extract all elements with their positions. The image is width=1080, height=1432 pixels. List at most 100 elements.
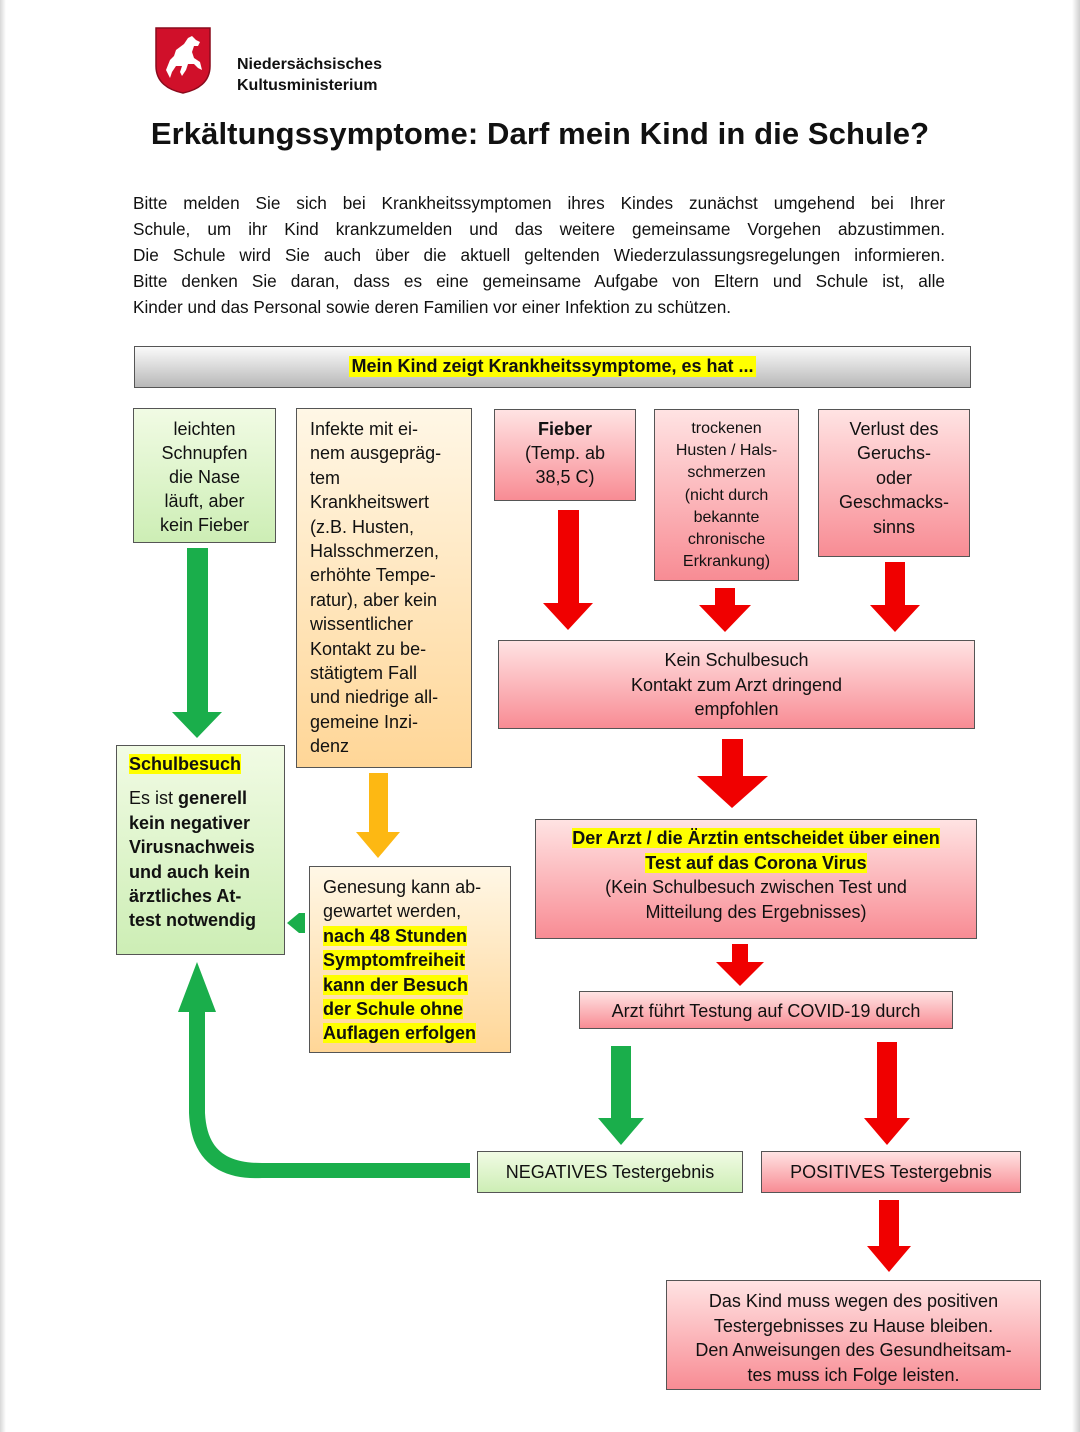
text-line: denz — [310, 736, 350, 757]
text-line: bekannte — [693, 508, 760, 526]
schulbesuch-title: Schulbesuch — [129, 754, 242, 774]
box-negativ: NEGATIVES Testergebnis — [477, 1151, 743, 1193]
text-line: Halsschmerzen, — [310, 541, 440, 562]
text-highlight: Auflagen erfolgen — [323, 1023, 477, 1044]
box-positiv: POSITIVES Testergebnis — [761, 1151, 1021, 1193]
page-edge-left — [0, 0, 6, 1432]
text-line: Testergebnisses zu Hause bleiben. — [713, 1315, 994, 1336]
text-line: tes muss ich Folge leisten. — [747, 1364, 960, 1385]
box-schulbesuch: Schulbesuch Es ist generell kein negativ… — [116, 745, 285, 955]
ministry-line1: Niedersächsisches — [237, 56, 382, 73]
symptoms-header: Mein Kind zeigt Krankheitssymptome, es h… — [134, 346, 971, 388]
symptoms-header-text: Mein Kind zeigt Krankheitssymptome, es h… — [349, 356, 756, 377]
text-line: Mitteilung des Ergebnisses) — [645, 901, 867, 922]
text-line: Virusnachweis — [129, 837, 255, 858]
text-line: stätigtem Fall — [310, 663, 418, 684]
text-line: (Kein Schulbesuch zwischen Test und — [605, 877, 907, 897]
text-line: Den Anweisungen des Gesundheitsam- — [695, 1340, 1012, 1360]
text-highlight: Der Arzt / die Ärztin entscheidet über e… — [572, 828, 940, 848]
text-line: 38,5 C) — [535, 467, 595, 487]
text-line: Geruchs- — [856, 443, 932, 464]
text-line: Verlust des — [849, 419, 939, 439]
intro-line: Die Schule wird Sie auch über die aktuel… — [133, 245, 945, 265]
text-line: gemeine Inzi- — [310, 711, 419, 732]
text-highlight: kann der Besuch — [323, 974, 469, 995]
text-line: nem ausgepräg- — [310, 443, 442, 464]
text-line: kein negativer — [129, 812, 251, 833]
box-husten: trockenen Husten / Hals- schmerzen (nich… — [654, 409, 799, 581]
text-line: (z.B. Husten, — [310, 516, 415, 537]
text-line: und auch kein — [129, 861, 251, 882]
box-kein-schulbesuch: Kein Schulbesuch Kontakt zum Arzt dringe… — [498, 640, 975, 729]
text-line: empfohlen — [694, 699, 779, 719]
text-line: oder — [875, 467, 913, 488]
text-line: Es ist — [129, 788, 179, 809]
text-line: ratur), aber kein — [310, 589, 438, 610]
intro-line: Bitte melden Sie sich bei Krankheitssymp… — [133, 193, 945, 213]
text-line: trockenen — [691, 420, 762, 437]
text-line: tem — [310, 467, 341, 488]
arrow-orange-down — [356, 773, 400, 858]
text-highlight: Symptomfreiheit — [323, 950, 466, 971]
intro-line: Schule, um ihr Kind krankzumelden und da… — [133, 219, 945, 239]
text-line: Genesung kann ab- — [323, 877, 482, 897]
intro-line: Kinder und das Personal sowie deren Fami… — [133, 297, 732, 317]
text-line: test notwendig — [129, 910, 256, 931]
text-highlight: Test auf das Corona Virus — [645, 852, 867, 873]
text-line: (Temp. ab — [524, 443, 606, 463]
text-line: wissentlicher — [310, 614, 414, 635]
niedersachsen-horse-logo — [155, 27, 211, 94]
text-line: Geschmacks- — [838, 492, 950, 513]
page-edge-right — [1072, 0, 1080, 1432]
text-line: leichten — [173, 419, 236, 439]
text-line: (nicht durch — [684, 486, 769, 504]
arrow-red-down — [543, 510, 593, 630]
arrow-red-down — [697, 739, 768, 808]
arrow-red-down — [864, 1042, 910, 1145]
text-highlight: der Schule ohne — [323, 999, 464, 1020]
text-line: Krankheitswert — [310, 492, 430, 513]
text-line: Erkrankung) — [682, 553, 771, 571]
negativ-text: NEGATIVES Testergebnis — [505, 1162, 715, 1182]
box-verlust: Verlust des Geruchs- oder Geschmacks- si… — [818, 409, 970, 557]
ministry-name: Niedersächsisches Kultusministerium — [237, 54, 382, 96]
arrow-green-down — [598, 1046, 644, 1145]
box-fieber: Fieber (Temp. ab 38,5 C) — [494, 409, 636, 501]
text-line: sinns — [872, 516, 916, 537]
text-line: erhöhte Tempe- — [310, 565, 436, 586]
text-line: Kein Schulbesuch — [664, 650, 809, 670]
box-infekte: Infekte mit ei- nem ausgepräg- tem Krank… — [296, 408, 472, 768]
intro-paragraph: Bitte melden Sie sich bei Krankheitssymp… — [133, 190, 945, 320]
text-line: Kontakt zu be- — [310, 638, 427, 659]
arrow-red-down — [870, 562, 920, 632]
text-line: Das Kind muss wegen des positiven — [708, 1291, 999, 1311]
fieber-title: Fieber — [537, 419, 593, 439]
text-line: läuft, aber — [164, 491, 245, 511]
arrow-green-left — [287, 913, 305, 933]
text-line: schmerzen — [687, 464, 766, 482]
text-line: Kontakt zum Arzt dringend — [630, 674, 843, 695]
box-arzt-entscheidet: Der Arzt / die Ärztin entscheidet über e… — [535, 819, 977, 939]
positiv-text: POSITIVES Testergebnis — [790, 1162, 992, 1182]
intro-line: Bitte denken Sie daran, dass es eine gem… — [133, 271, 945, 291]
arrow-red-down — [867, 1200, 911, 1272]
testung-text: Arzt führt Testung auf COVID-19 durch — [611, 1001, 921, 1021]
ministry-line2: Kultusministerium — [237, 77, 378, 94]
arrow-red-down — [699, 588, 751, 632]
text-line: die Nase — [168, 467, 241, 487]
page-title: Erkältungssymptome: Darf mein Kind in di… — [150, 116, 930, 151]
text-bold: generell — [178, 788, 248, 809]
text-line: und niedrige all- — [310, 687, 439, 708]
text-line: Schnupfen — [161, 443, 248, 463]
box-testung: Arzt führt Testung auf COVID-19 durch — [579, 991, 953, 1029]
text-line: chronische — [687, 531, 766, 549]
box-schnupfen: leichten Schnupfen die Nase läuft, aber … — [133, 408, 276, 543]
text-line: gewartet werden, — [323, 901, 462, 922]
text-highlight: nach 48 Stunden — [323, 925, 468, 946]
arrow-green-down — [172, 548, 222, 738]
box-final: Das Kind muss wegen des positiven Tester… — [666, 1280, 1041, 1390]
text-line: Husten / Hals- — [675, 442, 778, 460]
text-line: kein Fieber — [159, 515, 250, 535]
text-line: ärztliches At- — [129, 886, 242, 907]
